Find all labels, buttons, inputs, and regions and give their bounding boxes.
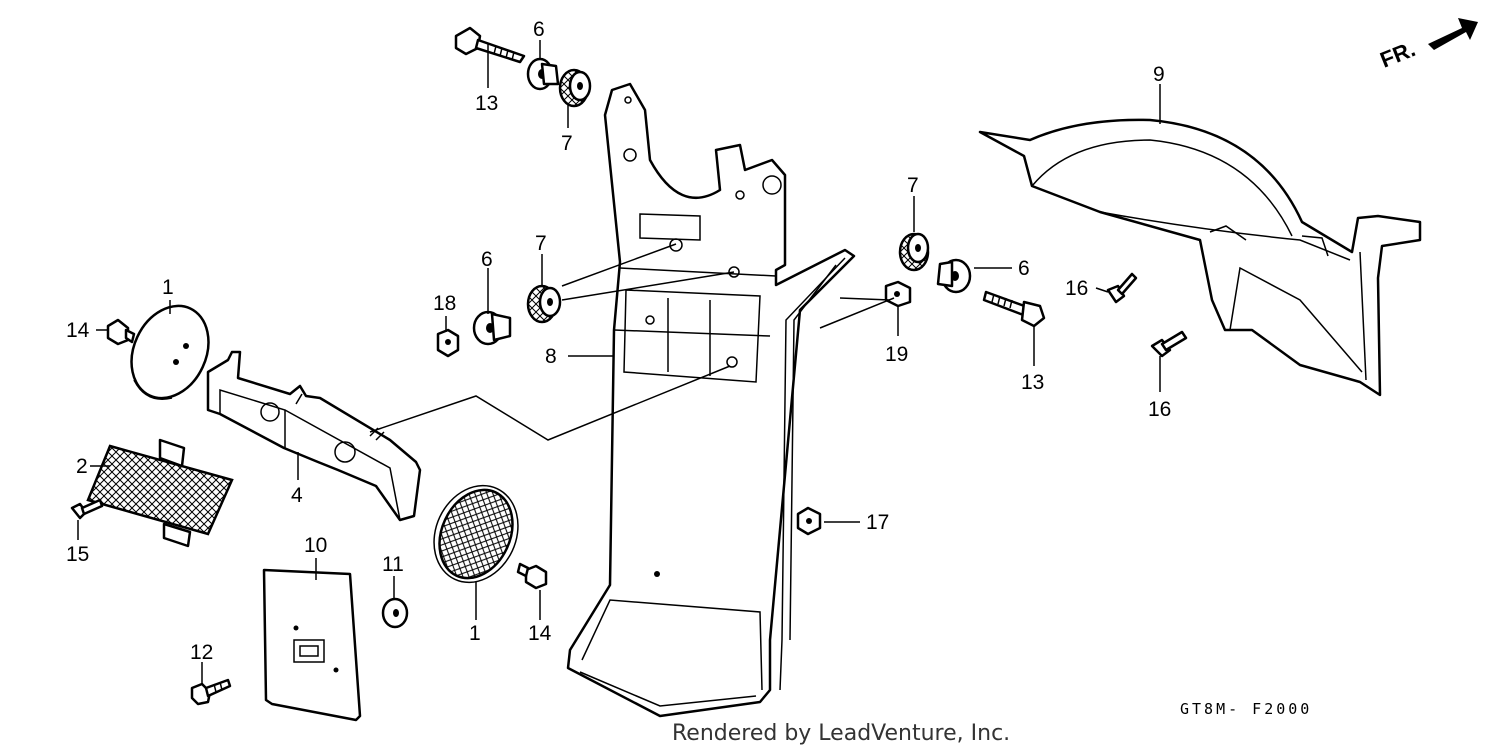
- part-7-grommet-top: [558, 68, 592, 108]
- callout-18: 18: [433, 292, 456, 315]
- part-14-screw-lower: [516, 562, 548, 590]
- part-19-nut: [884, 280, 912, 308]
- callout-6-right: 6: [1018, 257, 1030, 280]
- part-6-collar-top: [526, 57, 560, 91]
- callout-7-mid: 7: [535, 232, 547, 255]
- part-12-bolt: [190, 678, 232, 706]
- callout-16-upper: 16: [1065, 277, 1088, 300]
- callout-17: 17: [866, 511, 889, 534]
- callout-11: 11: [382, 553, 404, 576]
- part-18-nut: [436, 328, 460, 358]
- front-direction-arrow: FR.: [1377, 18, 1478, 73]
- part-16-screw-lower: [1150, 330, 1188, 358]
- part-2-rectangular-reflector: [86, 438, 234, 548]
- part-14-screw-left: [106, 318, 136, 346]
- part-1-round-reflector-left: [130, 304, 210, 400]
- part-10-license-plate-base: [262, 568, 362, 722]
- part-11-washer: [381, 597, 409, 629]
- callout-10: 10: [304, 534, 327, 557]
- part-16-screw-upper: [1106, 272, 1138, 304]
- callout-4: 4: [291, 484, 303, 507]
- callout-1-lower: 1: [469, 622, 481, 645]
- callout-12: 12: [190, 641, 213, 664]
- callouts: 1 1 2 4 6 6 6 7 7 7 8 9 10 11 12 13 13 1…: [66, 18, 1171, 664]
- part-8-rear-fender: [566, 82, 856, 718]
- part-9-splash-guard: [978, 118, 1422, 397]
- render-credit: Rendered by LeadVenture, Inc.: [672, 721, 1010, 746]
- front-label: FR.: [1377, 36, 1419, 72]
- callout-6-top: 6: [533, 18, 545, 41]
- callout-14-left: 14: [66, 319, 90, 342]
- callout-6-mid: 6: [481, 248, 493, 271]
- callout-1-left: 1: [162, 276, 174, 299]
- callout-2: 2: [76, 455, 88, 478]
- callout-13-right: 13: [1021, 371, 1044, 394]
- callout-7-right: 7: [907, 174, 919, 197]
- callout-16-lower: 16: [1148, 398, 1171, 421]
- callout-13-top: 13: [475, 92, 498, 115]
- part-15-screw: [70, 498, 104, 520]
- part-13-bolt-top: [454, 26, 526, 64]
- part-7-grommet-mid: [526, 284, 562, 324]
- part-1-round-reflector-lower: [433, 484, 519, 584]
- callout-15: 15: [66, 543, 89, 566]
- front-arrow-icon: [1428, 18, 1478, 50]
- part-4-reflector-bracket: [206, 350, 422, 522]
- callout-8: 8: [545, 345, 557, 368]
- part-17-nut: [796, 506, 822, 536]
- part-6-collar-mid: [472, 310, 512, 346]
- part-6-collar-right: [936, 258, 972, 294]
- leader-lines: [77, 40, 1161, 684]
- callout-7-top: 7: [561, 132, 573, 155]
- part-13-bolt-right: [982, 290, 1046, 328]
- part-7-grommet-right: [898, 232, 930, 272]
- callout-14-lower: 14: [528, 622, 552, 645]
- callout-9: 9: [1153, 63, 1165, 86]
- callout-19: 19: [885, 343, 908, 366]
- diagram-code: GT8M- F2000: [1180, 700, 1312, 718]
